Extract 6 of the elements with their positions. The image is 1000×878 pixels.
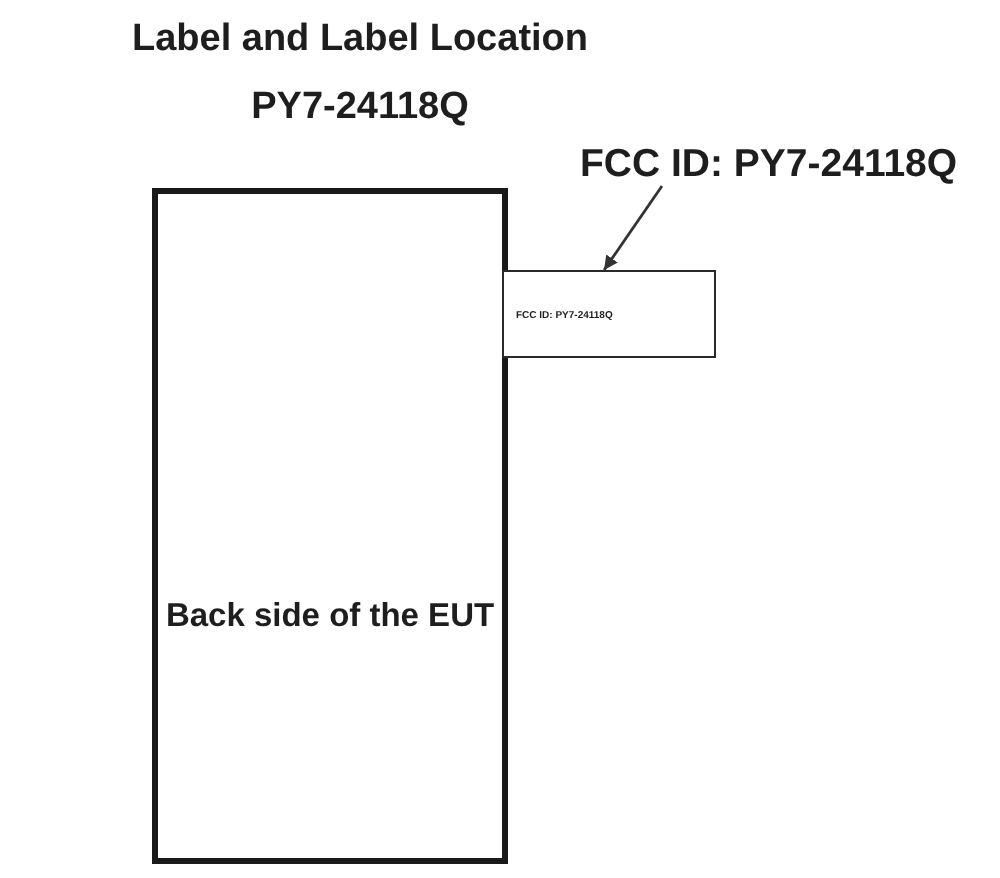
callout-text: FCC ID: PY7-24118Q — [580, 142, 976, 186]
panel-caption: Back side of the EUT — [165, 596, 495, 638]
leader-arrow — [602, 185, 664, 271]
label-sticker — [502, 270, 716, 358]
title: Label and Label Location PY7-24118Q — [129, 16, 591, 132]
device-outline — [152, 188, 508, 864]
